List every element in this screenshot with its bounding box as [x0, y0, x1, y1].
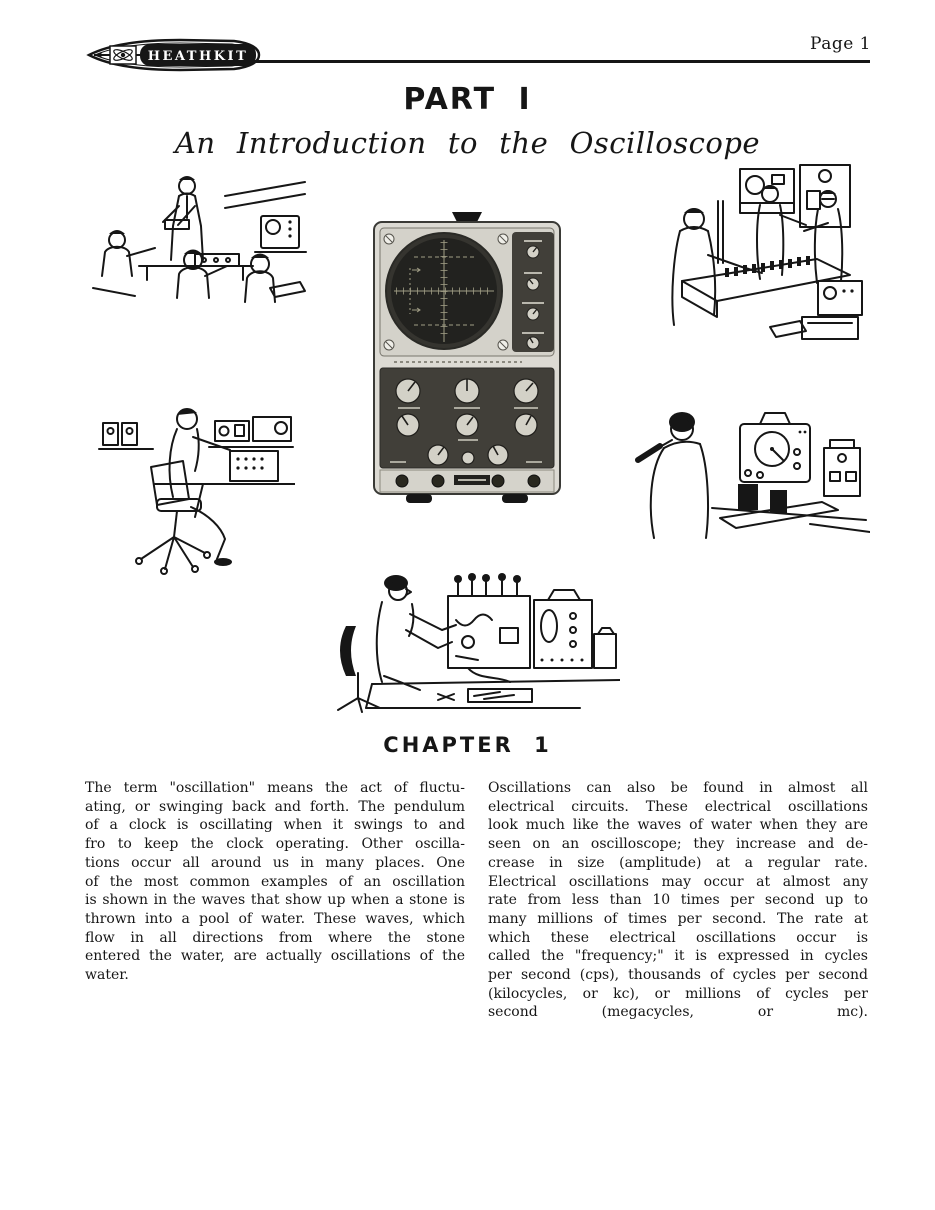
terminal-knob-1 — [395, 474, 409, 488]
panel-screws — [383, 233, 509, 351]
bottom-terminal-strip — [379, 469, 555, 493]
body-column-right: Oscillations can also be found in almost… — [488, 780, 868, 1021]
terminal-knob-3 — [491, 474, 505, 488]
atom-icon — [113, 49, 133, 61]
terminal-knob-2 — [431, 474, 445, 488]
crt-screen — [385, 232, 503, 350]
graticule — [394, 240, 494, 342]
illustration-bench-technician — [620, 396, 870, 546]
part-title: PART I — [403, 82, 532, 117]
part-subtitle: An Introduction to the Oscilloscope — [174, 126, 761, 160]
illustration-oscilloscope-front-panel — [372, 210, 562, 506]
logo-nameplate — [140, 44, 256, 66]
header-rule — [248, 60, 870, 63]
terminal-knob-4 — [527, 474, 541, 488]
foot-left — [406, 494, 432, 503]
illustration-control-console-operator — [95, 387, 295, 575]
small-center-knob — [461, 451, 475, 465]
page-number: Page 1 — [810, 34, 871, 54]
illustration-classroom-demonstration — [75, 168, 307, 346]
heathkit-logo: HEATHKIT — [86, 38, 262, 72]
illustration-factory-test-line — [622, 163, 870, 345]
illustration-tv-repairman-at-desk — [318, 568, 620, 713]
body-text: The term "oscillation" means the act of … — [85, 779, 869, 1022]
chapter-heading: CHAPTER 1 — [383, 733, 552, 757]
lower-control-panel — [379, 367, 555, 469]
body-column-left: The term "oscillation" means the act of … — [85, 780, 465, 984]
logo-text: HEATHKIT — [148, 49, 249, 64]
foot-right — [502, 494, 528, 503]
side-control-strip — [512, 232, 554, 352]
